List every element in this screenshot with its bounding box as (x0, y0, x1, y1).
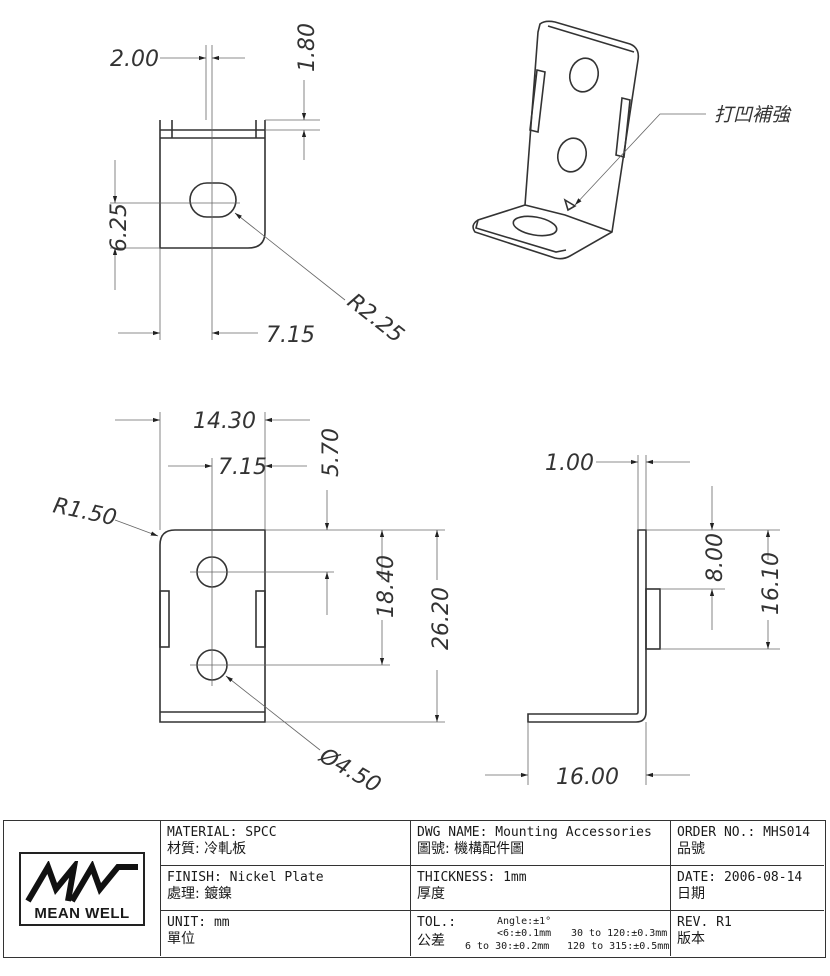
dim-side-tab: 8.00 (703, 533, 728, 582)
dim-front-height: 26.20 (429, 587, 454, 650)
unit-zh: 單位 (167, 931, 195, 947)
material-zh: 材質: 冷軋板 (167, 841, 247, 857)
mean-well-logo: MEAN WELL (19, 851, 145, 926)
tol-range-2: 6 to 30:±0.2mm (465, 941, 550, 952)
order-no-label: ORDER NO.: MHS014 (677, 825, 811, 840)
date-cell: DATE: 2006-08-14 日期 (671, 866, 824, 911)
title-block: MEAN WELL MATERIAL: SPCC 材質: 冷軋板 FINISH:… (3, 820, 826, 958)
dwg-name-label: DWG NAME: Mounting Accessories (417, 825, 652, 840)
material-label: MATERIAL: SPCC (167, 825, 277, 840)
thickness-zh: 厚度 (417, 886, 445, 902)
rev-label: REV. R1 (677, 915, 732, 930)
dim-slot-offset: 7.15 (266, 323, 315, 348)
dim-side-height: 16.10 (759, 552, 784, 615)
logo-text: MEAN WELL (34, 904, 130, 922)
date-label: DATE: 2006-08-14 (677, 870, 803, 885)
dwg-name-cell: DWG NAME: Mounting Accessories 圖號: 機構配件圖 (411, 821, 671, 866)
front-view: 14.30 7.15 5.70 R1.50 18.40 26.20 Ø4.50 (51, 409, 454, 798)
thickness-cell: THICKNESS: 1mm 厚度 (411, 866, 671, 911)
finish-zh: 處理: 鍍鎳 (167, 886, 233, 902)
thickness-label: THICKNESS: 1mm (417, 870, 527, 885)
dim-front-radius: R1.50 (51, 493, 119, 531)
unit-label: UNIT: mm (167, 915, 230, 930)
tol-range-3: 30 to 120:±0.3mm (571, 928, 668, 939)
top-view: 2.00 1.80 6.25 7.15 R2.25 (107, 23, 408, 348)
unit-cell: UNIT: mm 單位 (161, 911, 411, 956)
material-cell: MATERIAL: SPCC 材質: 冷軋板 (161, 821, 411, 866)
tol-range-4: 120 to 315:±0.5mm (567, 941, 670, 952)
dim-top-height: 1.80 (295, 23, 320, 72)
order-no-zh: 品號 (677, 841, 705, 857)
dim-hole-spacing: 18.40 (374, 555, 399, 618)
dim-hole-diameter: Ø4.50 (314, 743, 385, 798)
order-no-cell: ORDER NO.: MHS014 品號 (671, 821, 824, 866)
logo-cell: MEAN WELL (4, 821, 161, 956)
isometric-view: 打凹補強 (472, 20, 792, 260)
tol-range-1: <6:±0.1mm (497, 928, 552, 939)
dim-front-center: 7.15 (218, 455, 267, 480)
note-reinforcement: 打凹補強 (714, 104, 792, 126)
dim-slot-vertical: 6.25 (107, 203, 132, 252)
dwg-name-zh: 圖號: 機構配件圖 (417, 841, 525, 857)
dim-slot-radius: R2.25 (342, 289, 408, 348)
tolerance-cell: TOL.: 公差 Angle:±1° <6:±0.1mm 6 to 30:±0.… (411, 911, 671, 956)
dim-side-thickness: 1.00 (545, 451, 594, 476)
dim-top-width: 2.00 (110, 47, 159, 72)
finish-label: FINISH: Nickel Plate (167, 870, 324, 885)
rev-cell: REV. R1 版本 (671, 911, 824, 956)
dim-side-length: 16.00 (556, 765, 619, 790)
rev-zh: 版本 (677, 931, 705, 947)
tol-label: TOL.: (417, 915, 457, 930)
side-view: 1.00 8.00 16.10 16.00 (485, 451, 784, 790)
dim-front-top-hole: 5.70 (319, 428, 344, 477)
mw-logo-icon (25, 860, 138, 903)
date-zh: 日期 (677, 886, 705, 902)
finish-cell: FINISH: Nickel Plate 處理: 鍍鎳 (161, 866, 411, 911)
tol-angle: Angle:±1° (497, 916, 552, 927)
dim-front-width: 14.30 (193, 409, 256, 434)
technical-drawing: 2.00 1.80 6.25 7.15 R2.25 打凹補強 (51, 20, 792, 798)
tol-zh: 公差 (417, 933, 445, 949)
